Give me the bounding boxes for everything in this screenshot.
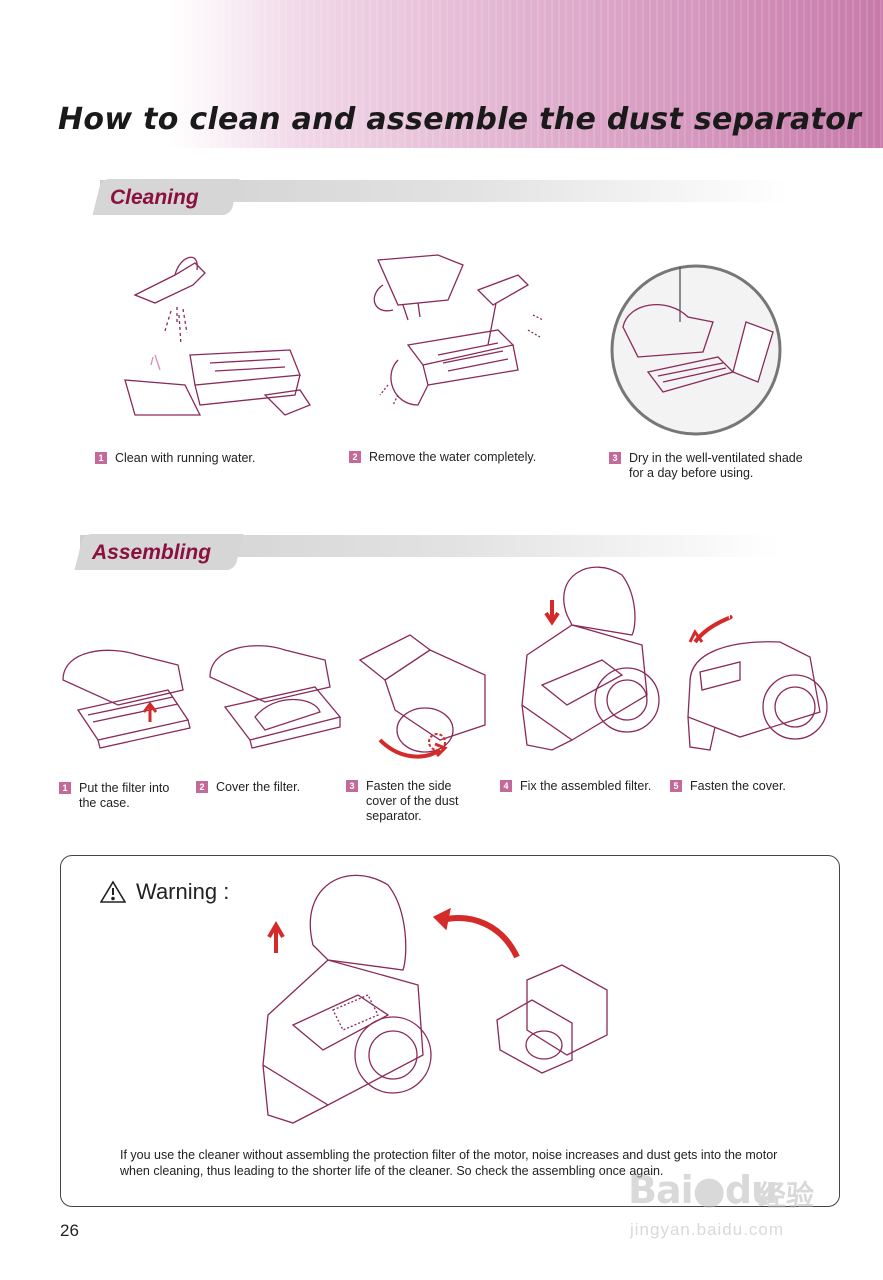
dry-in-shade-illustration	[608, 262, 784, 438]
cover-filter-illustration	[205, 632, 343, 752]
step-number-badge: 2	[196, 781, 208, 793]
step-number-badge: 3	[609, 452, 621, 464]
step-number-badge: 1	[59, 782, 71, 794]
assembling-step-3: 3 Fasten the side cover of the dust sepa…	[346, 779, 486, 824]
step-text: Fix the assembled filter.	[520, 779, 652, 793]
step-number-badge: 1	[95, 452, 107, 464]
cleaning-step-2: 2 Remove the water completely.	[349, 450, 589, 465]
step-number-badge: 3	[346, 780, 358, 792]
cleaning-step-1: 1 Clean with running water.	[95, 451, 335, 466]
cleaning-step-3: 3 Dry in the well-ventilated shade for a…	[609, 451, 849, 481]
page-title: How to clean and assemble the dust separ…	[58, 102, 862, 137]
step-text: Clean with running water.	[115, 451, 256, 465]
warning-triangle-icon	[99, 880, 127, 904]
page-number: 26	[60, 1221, 79, 1240]
warning-text: If you use the cleaner without assemblin…	[120, 1148, 778, 1178]
assembling-step-2: 2 Cover the filter.	[196, 780, 336, 795]
fix-assembled-filter-illustration	[512, 555, 664, 765]
step-text: Fasten the side cover of the dust separa…	[366, 779, 459, 823]
put-filter-illustration	[58, 640, 193, 750]
step-text: Dry in the well-ventilated shade for a d…	[629, 451, 803, 480]
assembling-step-4: 4 Fix the assembled filter.	[500, 779, 670, 794]
step-text: Remove the water completely.	[369, 450, 537, 464]
baidu-watermark: Bai●du 经验 jingyan.baidu.com	[628, 1168, 838, 1248]
warning-heading: Warning :	[99, 879, 230, 905]
watermark-url: jingyan.baidu.com	[630, 1220, 785, 1239]
step-text: Cover the filter.	[216, 780, 301, 794]
fasten-cover-illustration	[680, 612, 832, 757]
watermark-brand: Bai●du	[628, 1168, 778, 1212]
step-number-badge: 2	[349, 451, 361, 463]
step-number-badge: 5	[670, 780, 682, 792]
step-text: Put the filter into the case.	[79, 781, 170, 810]
watermark-cjk: 经验	[758, 1179, 815, 1212]
cleaning-section-bar	[100, 180, 790, 202]
remove-water-illustration	[368, 245, 553, 425]
assembling-section-bar	[80, 535, 780, 557]
fasten-side-cover-illustration	[355, 630, 495, 760]
step-number-badge: 4	[500, 780, 512, 792]
warning-box	[60, 855, 840, 1207]
paw-icon: ●	[692, 1168, 726, 1212]
assembling-heading: Assembling	[92, 541, 212, 564]
header-band	[0, 0, 883, 148]
remove-filter-cleaner-illustration	[258, 865, 438, 1130]
warning-title: Warning :	[136, 879, 230, 904]
assembling-step-1: 1 Put the filter into the case.	[59, 781, 189, 811]
clean-with-water-illustration	[115, 245, 315, 430]
assembling-step-5: 5 Fasten the cover.	[670, 779, 810, 794]
cleaning-heading: Cleaning	[110, 186, 199, 209]
separated-filter-illustration	[432, 905, 617, 1075]
step-text: Fasten the cover.	[690, 779, 786, 793]
